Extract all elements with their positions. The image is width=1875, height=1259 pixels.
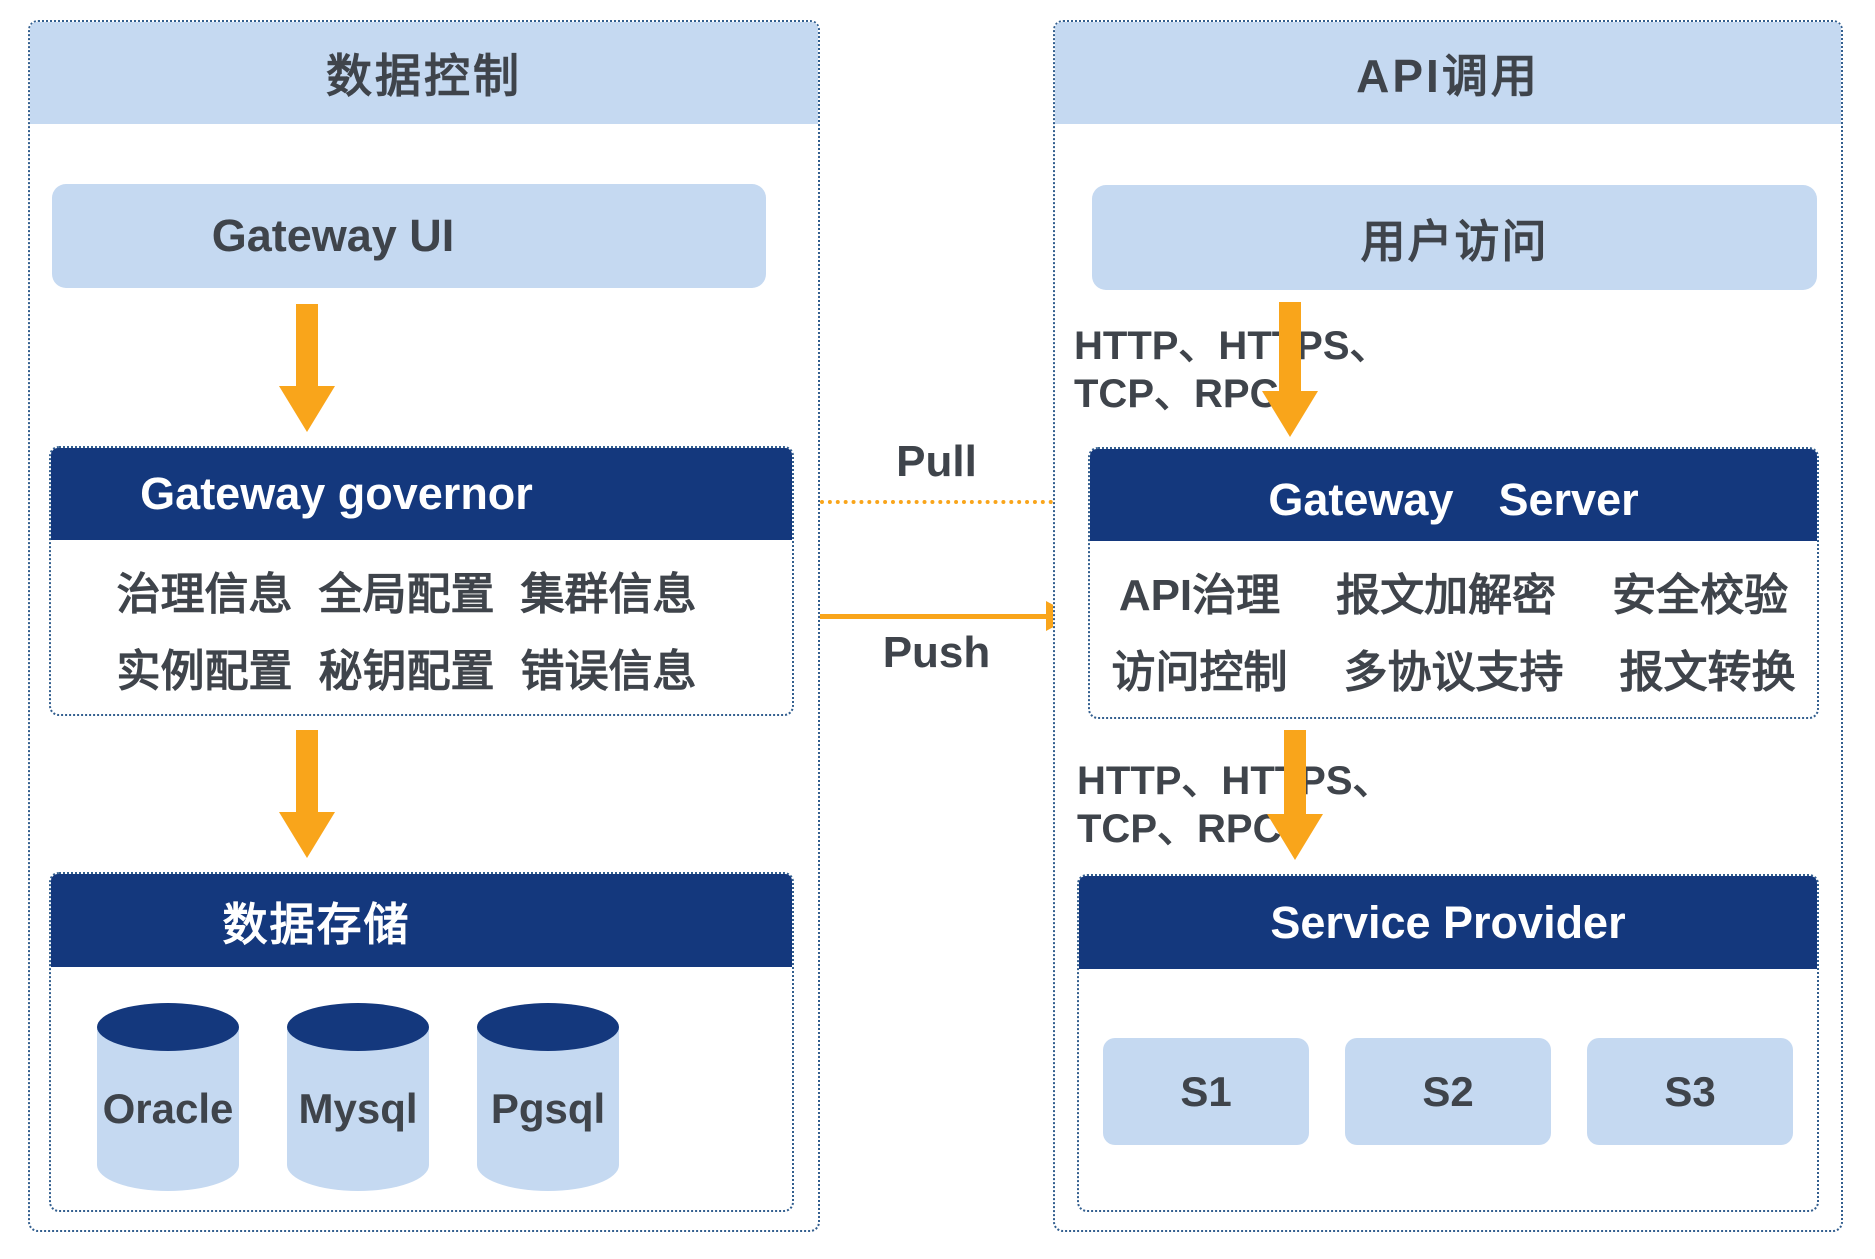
- pull-label: Pull: [896, 437, 977, 486]
- server-capability-row: API治理 报文加解密 安全校验: [1090, 559, 1817, 623]
- protocol-line: HTTP、HTTPS、: [1074, 324, 1390, 368]
- database-name: Mysql: [298, 1085, 418, 1132]
- down-arrow-icon: [279, 304, 335, 432]
- down-arrow-icon: [1262, 302, 1318, 437]
- push-label: Push: [882, 628, 991, 677]
- protocol-line: HTTP、HTTPS、: [1077, 759, 1393, 803]
- api-call-panel: API调用 用户访问 HTTP、HTTPS、 TCP、RPC Gateway S…: [1053, 20, 1843, 1232]
- database-list: Oracle Mysql Pgsql: [51, 967, 792, 1191]
- server-capability-row: 访问控制 多协议支持 报文转换: [1090, 636, 1817, 700]
- database-cylinder-body: [287, 1027, 429, 1191]
- governor-capability: 治理信息: [116, 569, 293, 619]
- gateway-server-box: Gateway Server API治理 报文加解密 安全校验 访问控制 多协议…: [1088, 447, 1819, 719]
- governor-capability: 实例配置: [116, 646, 293, 696]
- governor-capability: 全局配置: [318, 569, 495, 619]
- data-storage-title: 数据存储: [51, 874, 792, 967]
- server-capability: API治理: [1118, 570, 1281, 620]
- database-cylinder-icon: [97, 1003, 239, 1051]
- service-provider-box: Service Provider S1 S2 S3: [1077, 874, 1819, 1212]
- data-control-panel-title: 数据控制: [30, 22, 818, 124]
- arrow-shaft: [296, 730, 318, 812]
- service-provider-title: Service Provider: [1079, 876, 1817, 969]
- protocol-label-top: HTTP、HTTPS、 TCP、RPC: [1074, 322, 1390, 418]
- arrow-head: [1262, 391, 1318, 437]
- protocol-line: TCP、RPC: [1074, 372, 1279, 416]
- user-access-box: 用户访问: [1092, 185, 1817, 290]
- database-cylinder-mysql: Mysql: [287, 1003, 429, 1191]
- server-capability: 访问控制: [1111, 647, 1288, 697]
- governor-capability-row: 实例配置 秘钥配置 错误信息: [51, 635, 792, 699]
- server-capability: 安全校验: [1612, 570, 1789, 620]
- governor-capability-row: 治理信息 全局配置 集群信息: [51, 558, 792, 622]
- service-box-s1: S1: [1103, 1038, 1309, 1145]
- gateway-governor-title: Gateway governor: [51, 448, 792, 540]
- gateway-server-title: Gateway Server: [1090, 449, 1817, 541]
- database-cylinder-pgsql: Pgsql: [477, 1003, 619, 1191]
- api-call-panel-title: API调用: [1055, 22, 1841, 124]
- push-arrow-line: [820, 614, 1048, 619]
- arrow-shaft: [296, 304, 318, 386]
- gateway-governor-box: Gateway governor 治理信息 全局配置 集群信息 实例配置 秘钥配…: [49, 446, 794, 716]
- data-storage-box: 数据存储 Oracle Mysql Pgsql: [49, 872, 794, 1212]
- data-control-panel: 数据控制 Gateway UI Gateway governor 治理信息 全局…: [28, 20, 820, 1232]
- database-cylinder-icon: [287, 1003, 429, 1051]
- database-cylinder-body: [97, 1027, 239, 1191]
- service-list: S1 S2 S3: [1079, 969, 1817, 1145]
- service-box-s2: S2: [1345, 1038, 1551, 1145]
- database-cylinder-oracle: Oracle: [97, 1003, 239, 1191]
- database-cylinder-icon: [477, 1003, 619, 1051]
- database-name: Oracle: [102, 1085, 234, 1132]
- gateway-governor-capabilities: 治理信息 全局配置 集群信息 实例配置 秘钥配置 错误信息: [51, 540, 792, 716]
- database-name: Pgsql: [490, 1085, 606, 1132]
- service-box-s3: S3: [1587, 1038, 1793, 1145]
- down-arrow-icon: [1267, 730, 1323, 860]
- database-cylinder-body: [477, 1027, 619, 1191]
- arrow-head: [279, 812, 335, 858]
- down-arrow-icon: [279, 730, 335, 858]
- governor-capability: 集群信息: [520, 569, 697, 619]
- server-capability: 多协议支持: [1343, 647, 1564, 697]
- gateway-ui-box: Gateway UI: [52, 184, 766, 288]
- server-capability: 报文转换: [1619, 647, 1796, 697]
- pull-dotted-line: [820, 500, 1053, 504]
- arrow-shaft: [1284, 730, 1306, 814]
- gateway-server-capabilities: API治理 报文加解密 安全校验 访问控制 多协议支持 报文转换: [1090, 541, 1817, 717]
- server-capability: 报文加解密: [1336, 570, 1557, 620]
- arrow-head: [279, 386, 335, 432]
- arrow-head: [1267, 814, 1323, 860]
- governor-capability: 错误信息: [520, 646, 697, 696]
- arrow-shaft: [1279, 302, 1301, 391]
- protocol-line: TCP、RPC: [1077, 807, 1282, 851]
- protocol-label-bottom: HTTP、HTTPS、 TCP、RPC: [1077, 757, 1393, 853]
- governor-capability: 秘钥配置: [318, 646, 495, 696]
